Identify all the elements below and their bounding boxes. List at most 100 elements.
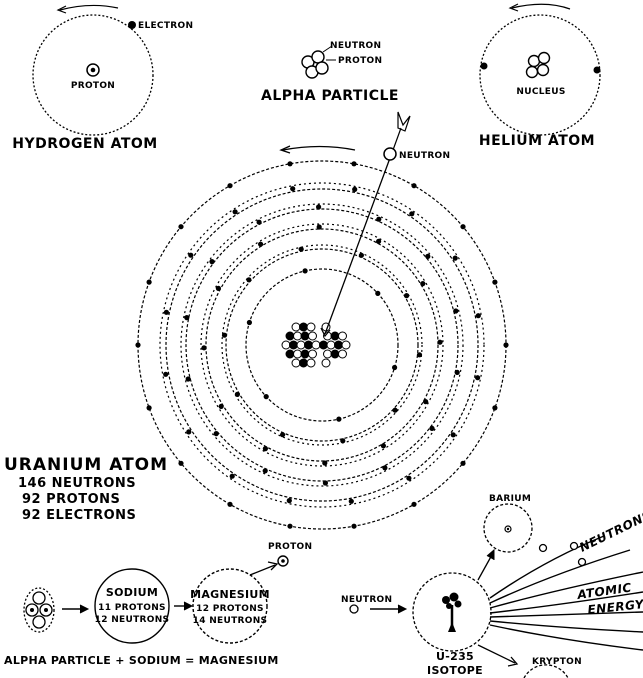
uranium-electron	[475, 313, 481, 319]
uranium-electron	[262, 468, 268, 474]
uranium-nucleon	[299, 358, 308, 368]
uranium-nucleon	[308, 331, 317, 341]
hydrogen-rotation-arrow	[59, 4, 119, 11]
ejected-proton-path	[249, 564, 276, 576]
hydrogen-title: Hydrogen Atom	[12, 136, 157, 152]
uranium-nucleon	[293, 331, 302, 341]
alpha-particle: Neutron Proton Alpha Particle	[261, 41, 399, 104]
uranium-electron	[450, 432, 456, 438]
ejected-neutron-3	[577, 557, 587, 567]
ejected-neutron-2	[569, 541, 579, 551]
krypton-label: Krypton	[532, 657, 582, 667]
uranium-nucleon	[285, 349, 295, 359]
uranium-electron	[340, 438, 346, 444]
uranium-electron	[460, 460, 466, 466]
uranium-title: Uranium Atom	[4, 455, 168, 475]
hydrogen-orbit	[32, 14, 154, 136]
uranium-electron	[146, 279, 152, 285]
uranium-electron	[184, 315, 190, 321]
magnesium-atom	[192, 568, 268, 644]
uranium-nucleon	[338, 331, 347, 341]
neutron-feather	[397, 111, 411, 132]
uranium-electron	[392, 407, 398, 413]
uranium-electron	[227, 183, 233, 189]
uranium-electron	[263, 394, 269, 400]
krypton-atom	[523, 664, 569, 678]
uranium-electron	[409, 211, 415, 217]
uranium-electron	[475, 375, 481, 381]
uranium-electron	[178, 460, 184, 466]
uranium-nucleon	[291, 322, 301, 332]
fission-neutron	[349, 604, 359, 614]
uranium-electron	[280, 432, 286, 438]
uranium-neutron-label: Neutron	[399, 151, 450, 161]
uranium-electron	[322, 480, 328, 486]
uranium-nucleon	[300, 331, 310, 341]
uranium-electron	[286, 498, 292, 504]
uranium-electron	[460, 224, 466, 230]
uranium-electron	[411, 183, 417, 189]
uranium-electron	[135, 342, 141, 348]
uranium-electron	[298, 246, 304, 252]
uranium-nucleon	[341, 340, 351, 350]
uranium-electron	[287, 161, 293, 167]
uranium-stat-electrons: 92 Electrons	[22, 508, 136, 523]
uranium-electron	[420, 281, 426, 287]
uranium-electron	[322, 460, 328, 466]
uranium-nucleon	[304, 340, 313, 350]
uranium-electron	[492, 279, 498, 285]
sodium-protons: 11 Protons	[98, 603, 166, 613]
uranium-electron	[380, 443, 386, 449]
fission: Neutron U-235 Isotope Barium Krypton	[341, 494, 643, 678]
hydrogen-electron	[128, 21, 136, 29]
uranium-nucleon	[338, 349, 347, 359]
uranium-nucleon	[281, 340, 291, 350]
helium-orbit	[479, 14, 601, 136]
uranium-nucleon	[311, 340, 321, 350]
uranium-nucleon	[334, 340, 343, 350]
uranium-electron	[423, 399, 429, 405]
energy-rays	[489, 535, 643, 651]
uranium-electron	[392, 364, 398, 371]
uranium-electron	[287, 523, 293, 529]
uranium-electron	[454, 369, 460, 375]
alpha-title: Alpha Particle	[261, 88, 399, 104]
isotope-line1: U-235	[436, 650, 474, 663]
uranium-electron	[221, 332, 228, 338]
uranium-electron	[186, 429, 192, 435]
uranium-electron	[262, 446, 268, 452]
uranium-electron	[290, 186, 296, 192]
uranium-electron	[232, 209, 238, 215]
uranium-electron	[229, 473, 235, 479]
uranium-electron	[503, 342, 509, 348]
neutron-trajectory	[324, 157, 391, 335]
uranium-nucleon	[321, 358, 331, 368]
barium-label: Barium	[489, 494, 531, 504]
magnesium-name: Magnesium	[190, 588, 270, 601]
uranium-electron	[351, 161, 357, 167]
uranium-electron	[336, 416, 342, 422]
uranium-electron	[453, 308, 459, 314]
isotope-line2: Isotope	[427, 664, 483, 677]
uranium-nucleon	[308, 349, 317, 359]
uranium-electron	[404, 293, 410, 299]
uranium-electron	[358, 252, 364, 258]
fission-burst-icon	[442, 592, 462, 632]
uranium-electron	[376, 238, 382, 244]
uranium-nucleon	[306, 358, 316, 368]
uranium-electron	[376, 216, 382, 222]
uranium-electron	[492, 405, 498, 411]
energy-line2: Energy	[587, 597, 643, 617]
uranium-electron	[452, 255, 458, 261]
transmutation: Sodium 11 Protons 12 Neutrons Magnesium …	[4, 542, 312, 667]
electron-label: Electron	[138, 21, 193, 31]
hydrogen-atom: Electron Proton Hydrogen Atom	[12, 4, 193, 152]
neutrons-label: Neutrons	[577, 508, 643, 555]
uranium-stat-protons: 92 Protons	[22, 492, 120, 507]
sodium-neutrons: 12 Neutrons	[95, 615, 170, 625]
nucleus-label: Nucleus	[516, 87, 565, 97]
uranium-nucleon	[330, 331, 340, 341]
uranium-nucleon	[319, 340, 328, 350]
ejected-proton-label: Proton	[268, 542, 312, 552]
uranium-nucleon	[326, 340, 336, 350]
